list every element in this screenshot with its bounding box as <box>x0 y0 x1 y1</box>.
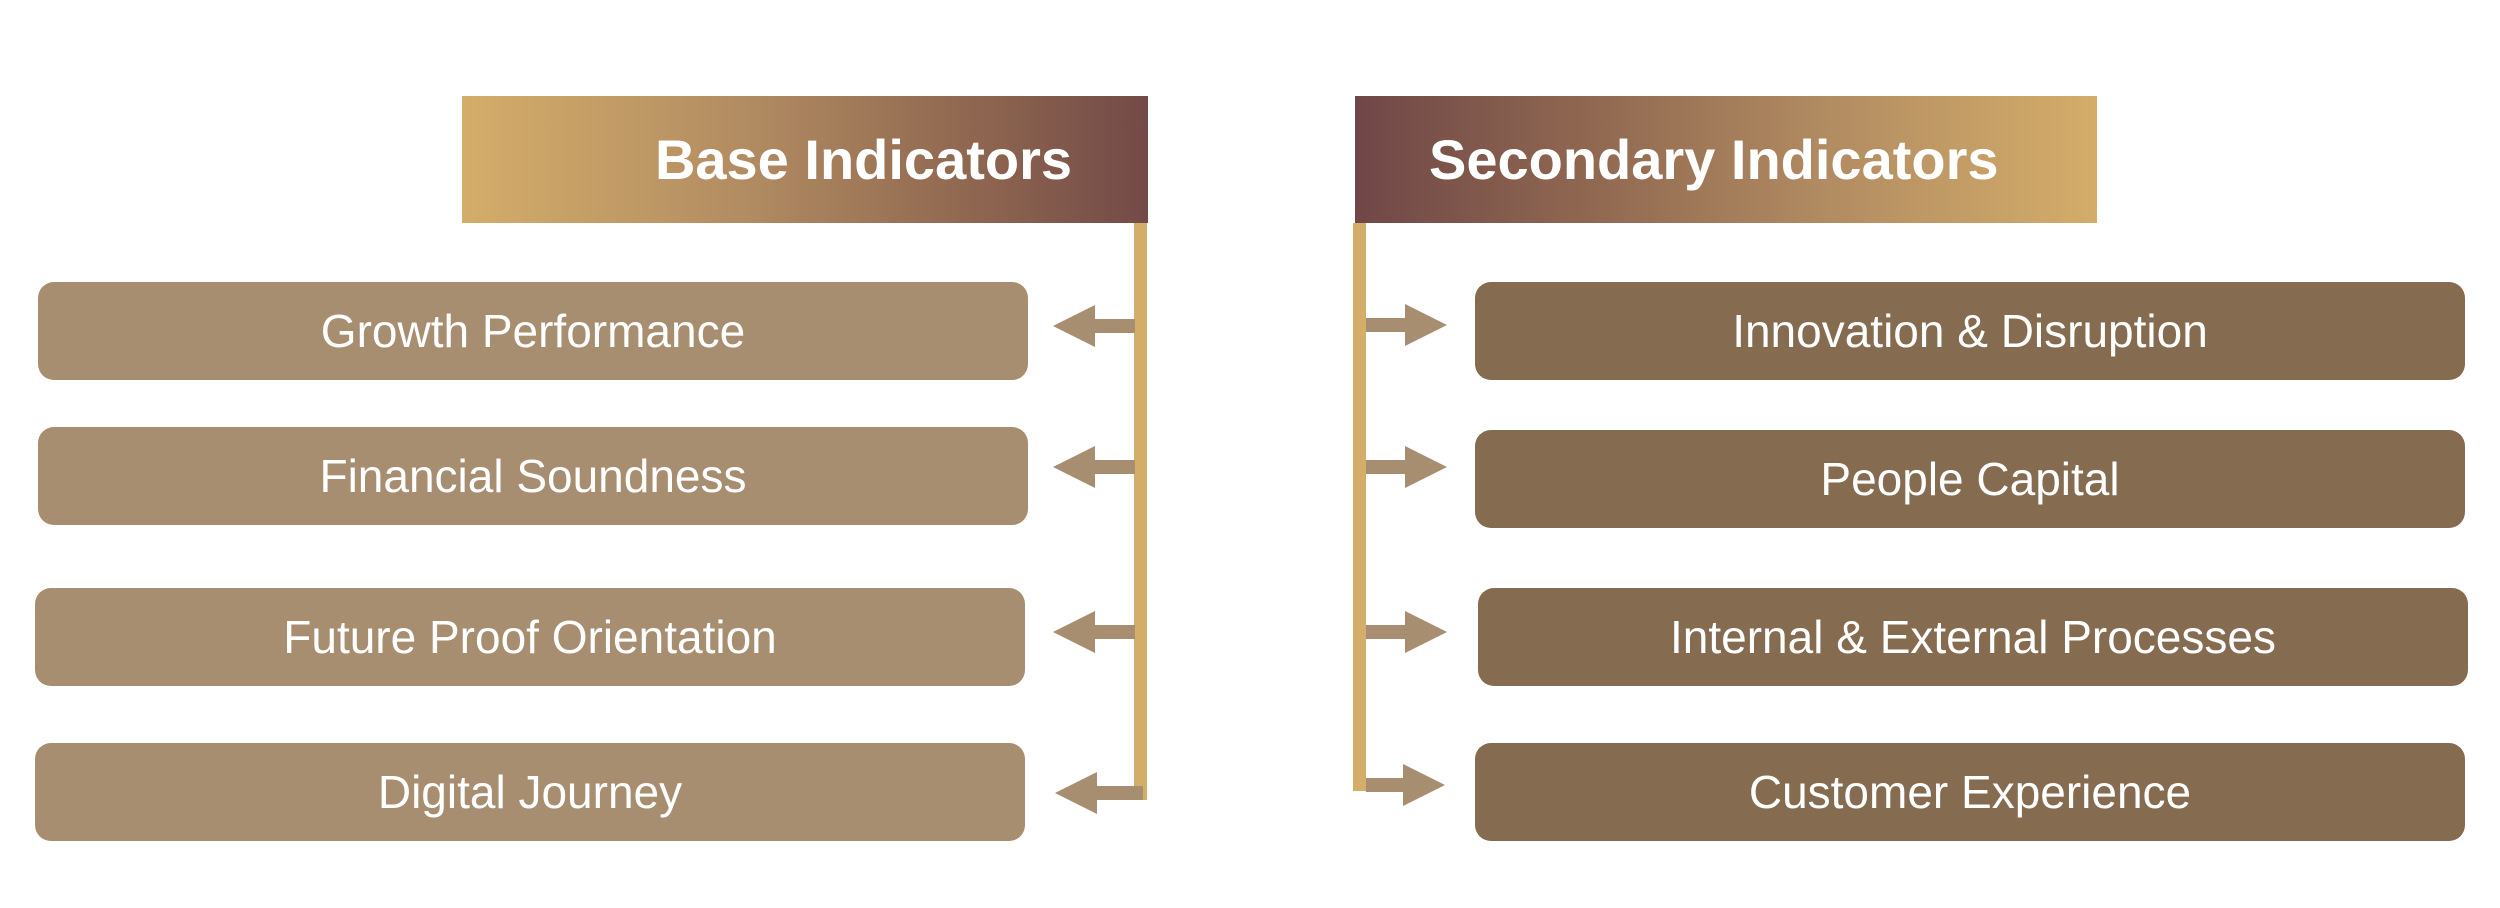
arrow-right-icon <box>1366 304 1447 346</box>
secondary-indicators-header: Secondary Indicators <box>1355 96 2097 223</box>
arrow-left-icon <box>1053 611 1135 653</box>
base-indicators-title: Base Indicators <box>654 128 1072 191</box>
indicator-label: Innovation & Disruption <box>1732 305 2208 357</box>
indicator-box-digital-journey: Digital Journey <box>35 743 1025 841</box>
indicator-box-growth-performance: Growth Performance <box>38 282 1028 380</box>
indicator-label: Internal & External Processes <box>1670 611 2276 663</box>
arrow-left-icon <box>1055 772 1143 814</box>
indicator-label: Future Proof Orientation <box>283 611 777 663</box>
base-connector-line <box>1134 223 1147 800</box>
indicator-label: Growth Performance <box>320 305 746 357</box>
arrow-right-icon <box>1366 611 1447 653</box>
indicator-label: Customer Experience <box>1748 766 2192 818</box>
indicator-box-financial-soundness: Financial Soundness <box>38 427 1028 525</box>
arrow-left-icon <box>1053 446 1135 488</box>
indicator-box-customer-experience: Customer Experience <box>1475 743 2465 841</box>
indicator-label: Financial Soundness <box>319 450 747 502</box>
base-indicators-header: Base Indicators <box>462 96 1148 223</box>
indicator-box-innovation-disruption: Innovation & Disruption <box>1475 282 2465 380</box>
indicator-box-internal-external-processes: Internal & External Processes <box>1478 588 2468 686</box>
indicator-label: Digital Journey <box>377 766 683 818</box>
arrow-right-icon <box>1366 764 1445 806</box>
indicator-label: People Capital <box>1820 453 2120 505</box>
indicator-box-future-proof-orientation: Future Proof Orientation <box>35 588 1025 686</box>
arrow-right-icon <box>1366 446 1447 488</box>
secondary-connector-line <box>1353 223 1366 791</box>
secondary-indicators-title: Secondary Indicators <box>1429 128 1999 191</box>
arrow-left-icon <box>1053 305 1135 347</box>
indicator-box-people-capital: People Capital <box>1475 430 2465 528</box>
